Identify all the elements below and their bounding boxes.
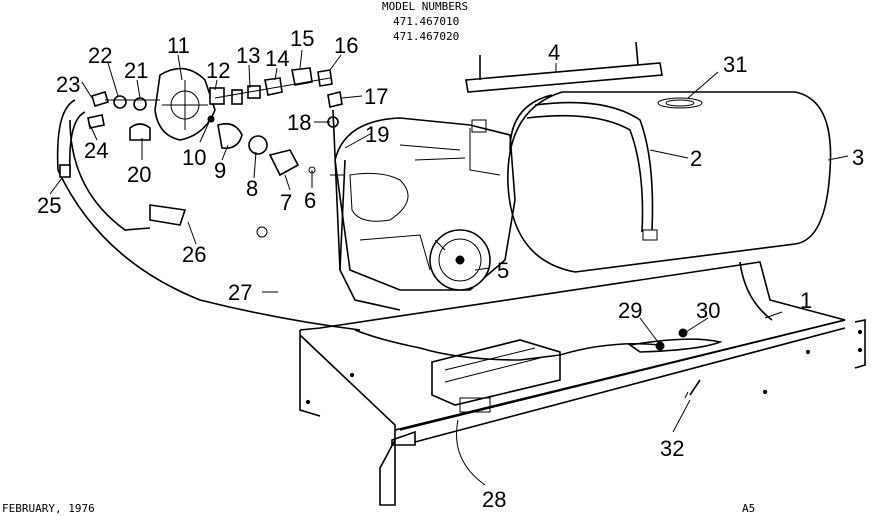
callout-6: 6: [304, 188, 316, 213]
callout-15: 15: [290, 26, 314, 51]
footer-page: A5: [742, 502, 755, 515]
model-number-1: 471.467010: [393, 15, 459, 28]
support-strut: [339, 159, 401, 311]
callout-28: 28: [482, 487, 506, 512]
callout-19: 19: [365, 122, 389, 147]
callout-26: 26: [182, 242, 206, 267]
callout-31: 31: [723, 52, 747, 77]
callout-32: 32: [660, 436, 684, 461]
callout-8: 8: [246, 176, 258, 201]
pulley-wheel: [429, 229, 491, 291]
callout-18: 18: [287, 110, 311, 135]
callout-23: 23: [56, 72, 80, 97]
callout-12: 12: [206, 58, 230, 83]
callout-numbers: 1 2 3 4 5 6 7 8 9 10 11 12 13 14 15 16 1…: [37, 26, 864, 512]
leader-lines: [49, 49, 849, 486]
bracket-bar: [465, 41, 663, 93]
callout-20: 20: [127, 162, 151, 187]
callout-16: 16: [334, 33, 358, 58]
tank: [507, 91, 832, 273]
pin-32: [684, 379, 701, 399]
callout-17: 17: [364, 84, 388, 109]
callout-1: 1: [800, 288, 812, 313]
hose-assembly: [56, 99, 661, 361]
compressor-pump: [334, 117, 516, 291]
footer-date: FEBRUARY, 1976: [2, 502, 95, 515]
callout-30: 30: [696, 298, 720, 323]
fittings-29-30: [655, 328, 688, 351]
model-number-2: 471.467020: [393, 30, 459, 43]
callout-4: 4: [548, 40, 560, 65]
callout-25: 25: [37, 193, 61, 218]
tank-strap: [526, 101, 658, 241]
base-frame: [299, 261, 866, 506]
callout-2: 2: [690, 146, 702, 171]
callout-29: 29: [618, 298, 642, 323]
model-numbers-title: MODEL NUMBERS: [382, 0, 468, 13]
drip-pan: [431, 338, 723, 413]
callout-24: 24: [84, 138, 108, 163]
callout-11: 11: [167, 33, 190, 58]
callout-7: 7: [280, 190, 292, 215]
callout-14: 14: [265, 46, 289, 71]
callout-3: 3: [852, 145, 864, 170]
callout-21: 21: [124, 58, 148, 83]
callout-27: 27: [228, 280, 252, 305]
callout-13: 13: [236, 43, 260, 68]
callout-5: 5: [497, 258, 509, 283]
callout-22: 22: [88, 43, 112, 68]
callout-9: 9: [214, 158, 226, 183]
callout-10: 10: [182, 145, 206, 170]
